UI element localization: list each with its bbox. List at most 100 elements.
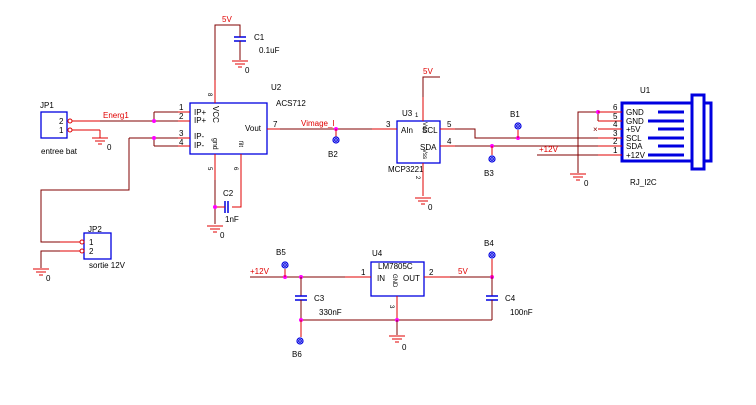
- wire-rj-gnd: [577, 111, 598, 173]
- u2-pin-name-vcc: VCC: [211, 106, 220, 123]
- u3-body: [396, 120, 441, 164]
- wire-u3-vdd: [422, 76, 440, 97]
- u1-pin-name: SDA: [626, 142, 643, 151]
- u1-pin-num: 5: [613, 112, 618, 121]
- capacitor-c2[interactable]: C2 1nF: [215, 189, 239, 224]
- u1-pin-6: 6 GND: [598, 103, 644, 117]
- u1-pin-3: 3 SCL: [598, 129, 642, 143]
- b2-ring-inner: [334, 138, 338, 142]
- u2-part: ACS712: [276, 99, 306, 108]
- jp1-pin2-terminal: [67, 118, 73, 124]
- testpoint-b4[interactable]: B4: [484, 239, 496, 277]
- u3-pin-name-sda: SDA: [420, 143, 437, 152]
- jp1-value: entree bat: [41, 147, 78, 156]
- b5-ring: [281, 261, 289, 269]
- b6-ring-inner: [298, 339, 302, 343]
- connector-jp2[interactable]: JP2 1 2 sortie 12V: [79, 225, 126, 270]
- u4-pin2-num: 2: [429, 268, 434, 277]
- b3-ring: [488, 155, 496, 163]
- ground-symbol: 0: [232, 60, 250, 75]
- u2-pin-name-ipp2: IP+: [194, 116, 207, 125]
- net-label-5v-reg: 5V: [458, 267, 468, 276]
- u1-ref: U1: [640, 86, 651, 95]
- jp1-pin1-num: 1: [59, 126, 64, 135]
- net-label-5v-u3: 5V: [423, 67, 433, 76]
- u2-pin5-num: 5: [206, 167, 212, 171]
- ground-symbol: 0: [415, 197, 433, 212]
- u2-pin-name-vout: Vout: [245, 124, 262, 133]
- wire-ipm-to-jp2: [40, 138, 130, 243]
- u1-pin-num: 2: [613, 137, 618, 146]
- u3-pin1-num: 1: [415, 113, 419, 119]
- u4-part: LM7805C: [378, 262, 413, 271]
- u1-pin-name: GND: [626, 108, 644, 117]
- wire-jp2-gnd: [40, 250, 60, 268]
- ground-symbol: 0: [207, 225, 225, 240]
- c1-value: 0.1uF: [259, 46, 280, 55]
- u1-pin-num: 1: [613, 146, 618, 155]
- b2-ring: [332, 136, 340, 144]
- testpoint-b3[interactable]: B3: [484, 146, 496, 178]
- jp2-pin2-num: 2: [89, 247, 94, 256]
- jp2-value: sortie 12V: [89, 261, 126, 270]
- connector-u1-rj-i2c[interactable]: U1 RJ_I2C 6 GND 5 GND × 4 +5V 3: [593, 86, 713, 187]
- u1-pin-name: +5V: [626, 125, 641, 134]
- c3-ref: C3: [314, 294, 325, 303]
- net-label-12v-reg: +12V: [250, 267, 270, 276]
- b4-ring-inner: [490, 253, 494, 257]
- u2-pin-name-gnd: gnd: [211, 138, 218, 150]
- u4-pin1-num: 1: [361, 268, 366, 277]
- u3-pin-name-vdd: Vdd: [421, 122, 427, 133]
- ground-label: 0: [402, 343, 407, 352]
- testpoint-b1[interactable]: B1: [510, 110, 522, 138]
- ic-u4-lm7805c[interactable]: U4 LM7805C IN OUT GND 1 2 3: [345, 249, 450, 320]
- wire-u2-vcc: [214, 24, 241, 80]
- u2-pin-name-ipm1: IP-: [194, 132, 205, 141]
- c1-ref: C1: [254, 33, 265, 42]
- c3-value: 330nF: [319, 308, 342, 317]
- capacitor-c4[interactable]: C4 100nF: [486, 277, 533, 320]
- u3-pin4-num: 4: [447, 137, 452, 146]
- b1-ref: B1: [510, 110, 520, 119]
- ic-u2-acs712[interactable]: U2 ACS712 IP+ IP+ IP- IP- Vout VCC gnd f…: [178, 80, 306, 180]
- c2-value: 1nF: [225, 215, 239, 224]
- u1-pin-name: +12V: [626, 151, 646, 160]
- b6-ring: [296, 337, 304, 345]
- capacitor-c1[interactable]: C1 0.1uF: [234, 33, 280, 60]
- ground-label: 0: [428, 203, 433, 212]
- jp2-ref: JP2: [88, 225, 102, 234]
- u2-pin2-num: 2: [179, 112, 184, 121]
- ground-symbol: 0: [92, 137, 112, 152]
- connector-jp1[interactable]: JP1 2 1 entree bat: [40, 101, 78, 156]
- u1-body: [620, 101, 713, 163]
- b3-ref: B3: [484, 169, 494, 178]
- u3-pin5-num: 5: [447, 120, 452, 129]
- jp1-pin2-num: 2: [59, 117, 64, 126]
- u3-pin2-num: 2: [414, 176, 420, 180]
- ic-u3-mcp3221[interactable]: U3 MCP3221 AIn SCL SDA Vdd Vss 3 5 4 1 2: [372, 97, 455, 196]
- u1-pin-1: 1 +12V: [598, 146, 646, 160]
- testpoint-b2[interactable]: B2: [328, 129, 340, 159]
- u1-pin-num: 4: [613, 120, 618, 129]
- jp2-pin1-num: 1: [89, 238, 94, 247]
- jp1-ref: JP1: [40, 101, 54, 110]
- testpoint-b6[interactable]: B6: [292, 320, 304, 359]
- u4-pin-name-gnd: GND: [391, 274, 397, 288]
- b4-ref: B4: [484, 239, 494, 248]
- jp1-pin1-terminal: [67, 127, 73, 133]
- u4-pin-name-in: IN: [377, 274, 385, 283]
- capacitor-c3[interactable]: C3 330nF: [295, 277, 342, 320]
- testpoint-b5[interactable]: B5: [276, 248, 289, 277]
- net-label-5v-c1: 5V: [222, 15, 232, 24]
- jp2-body: [83, 232, 112, 260]
- junction: [213, 205, 217, 209]
- ground-label: 0: [245, 66, 250, 75]
- ground-label: 0: [46, 274, 51, 283]
- ground-symbol: 0: [33, 268, 51, 283]
- no-connect-icon: ×: [593, 125, 598, 134]
- u3-pin-name-ain: AIn: [401, 126, 413, 135]
- c4-value: 100nF: [510, 308, 533, 317]
- u2-pin1-num: 1: [179, 103, 184, 112]
- u1-pin-2: 2 SDA: [598, 137, 643, 151]
- u1-pin-name: SCL: [626, 134, 642, 143]
